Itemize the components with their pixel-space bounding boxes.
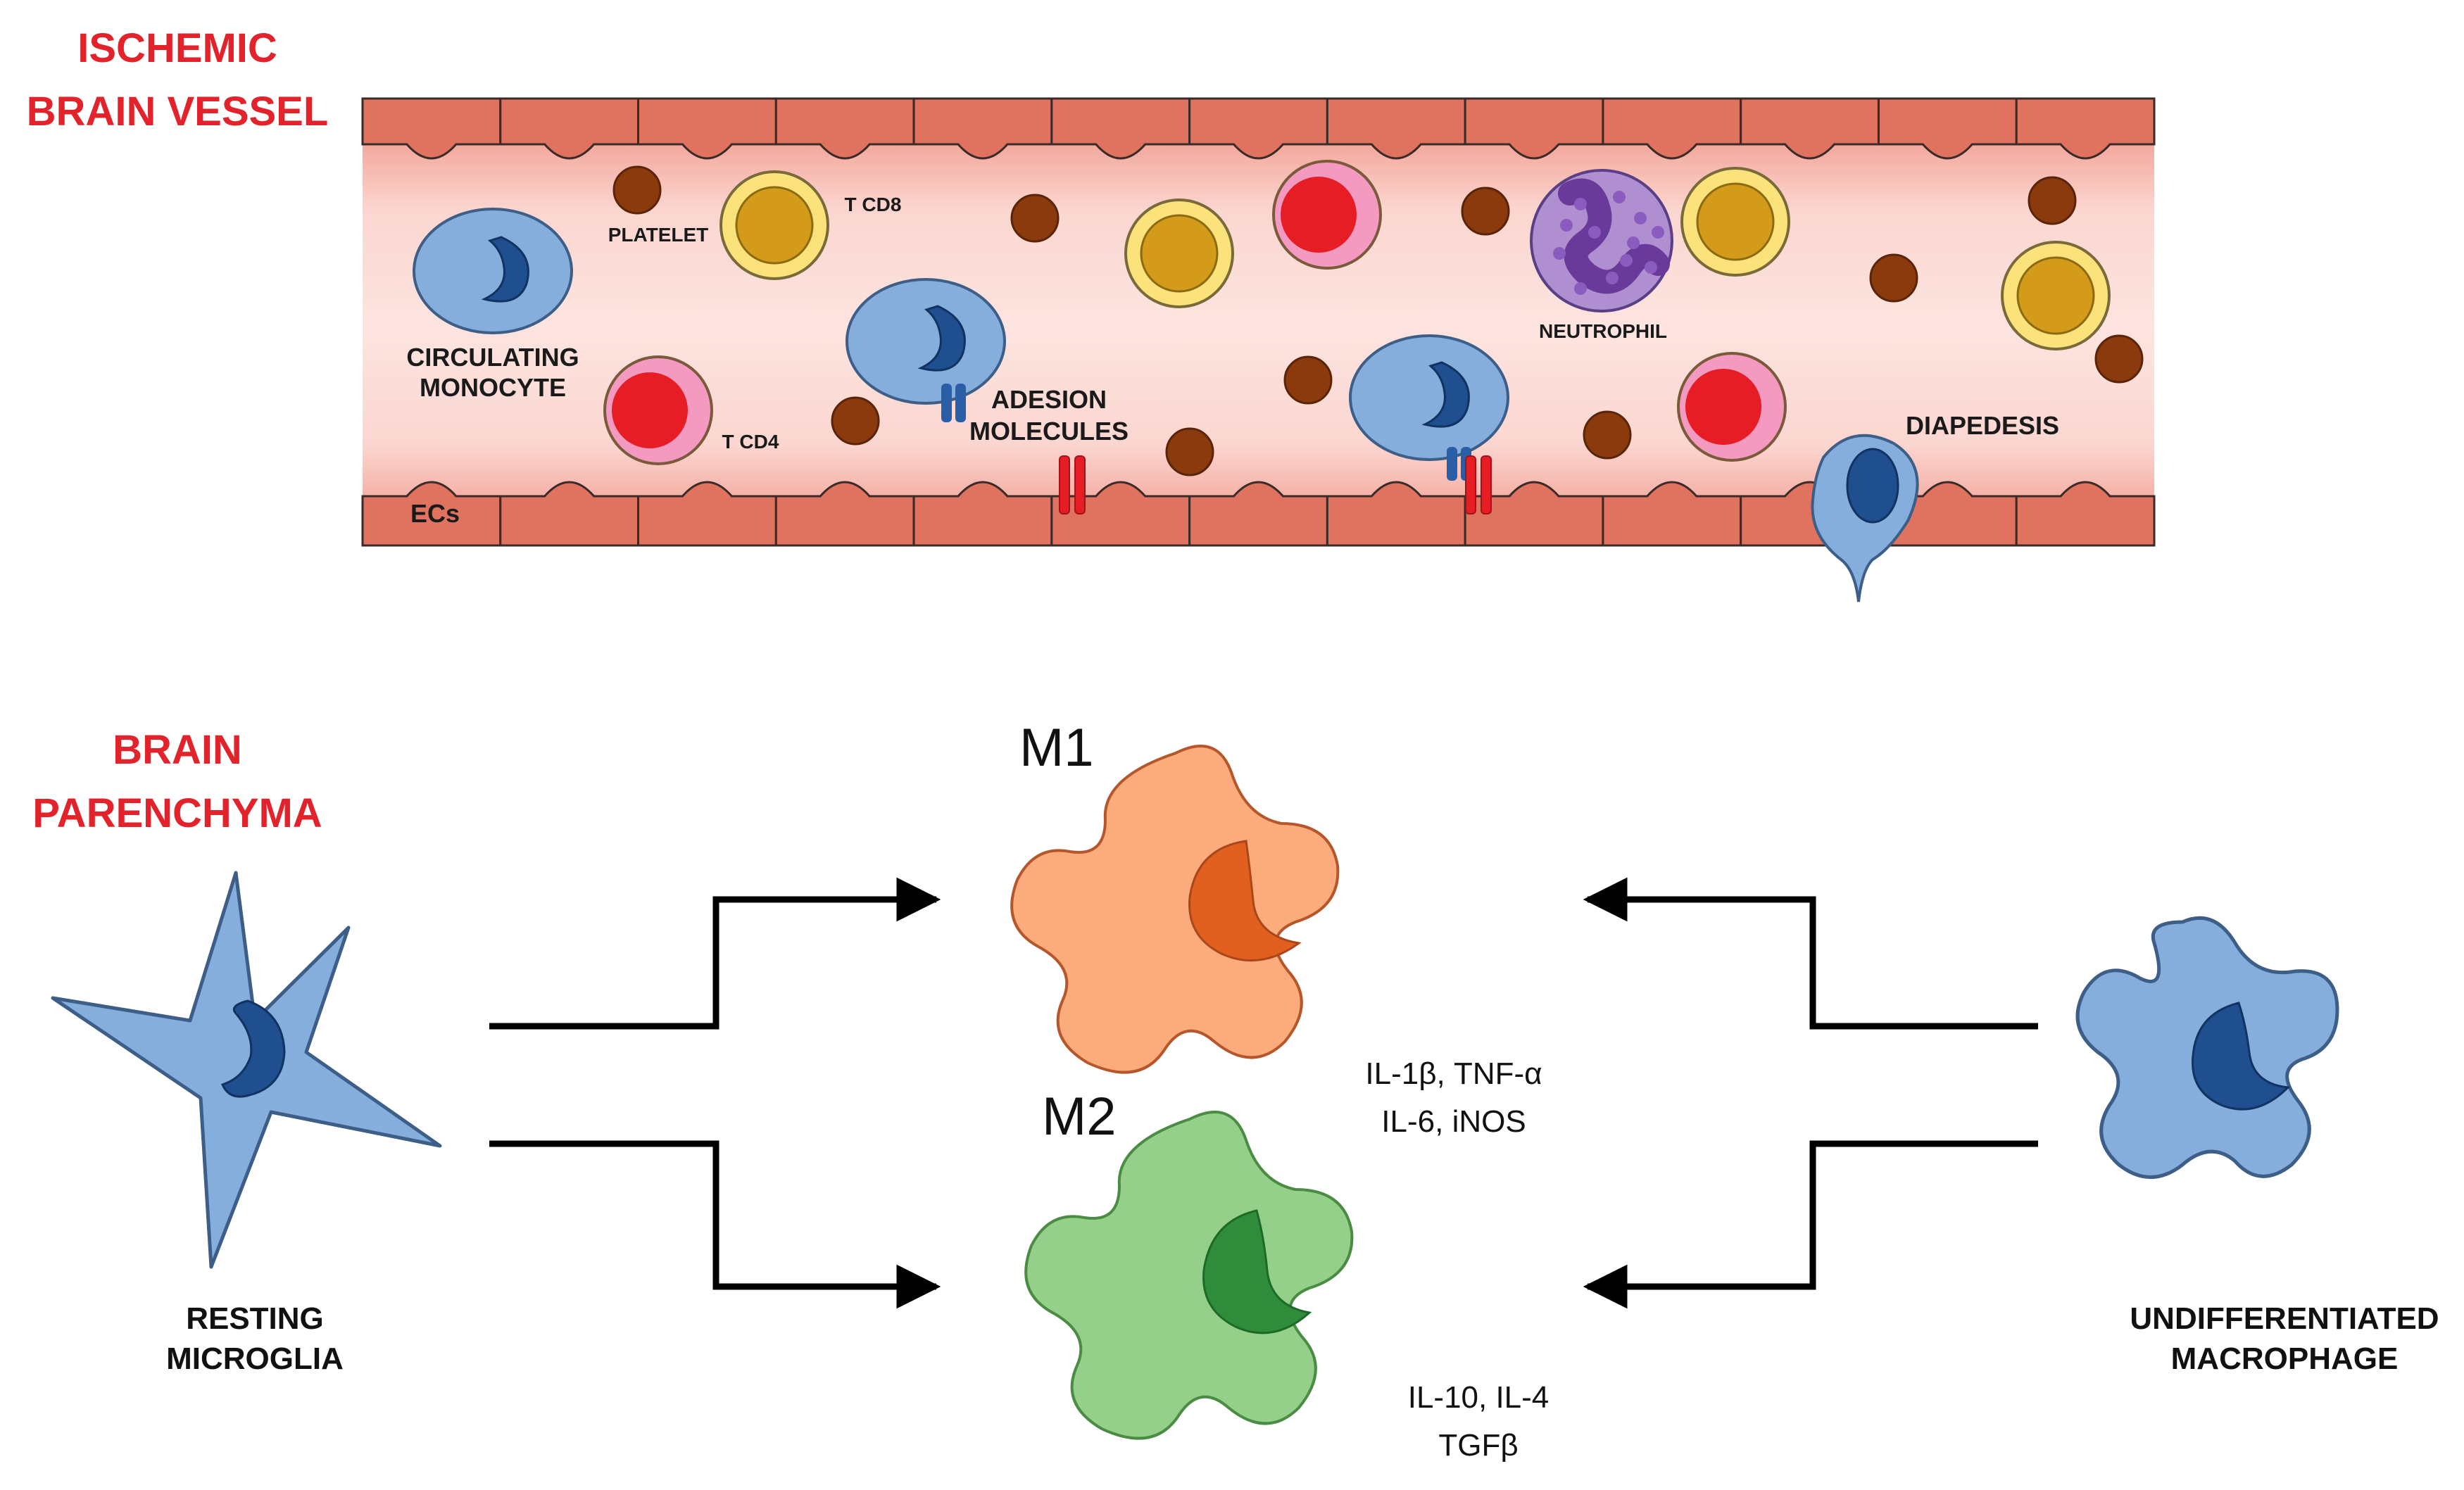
t-cd8-cell [719, 170, 829, 280]
platelet [1165, 427, 1214, 476]
platelet [831, 396, 880, 446]
t-cd4-cells [603, 160, 1787, 465]
granule [1620, 254, 1633, 267]
arrow-macrophage-to-m1 [1583, 877, 2038, 1030]
t-cd4-cell [1272, 160, 1382, 270]
endothelial-cell [1050, 97, 1191, 160]
label-platelet: PLATELET [608, 224, 709, 246]
endothelial-cell [1188, 97, 1328, 160]
label-adhesion-line2: MOLECULES [969, 417, 1129, 446]
t-cd4-cell [603, 355, 713, 465]
platelet [2094, 334, 2144, 384]
platelet [612, 165, 662, 215]
platelet [1461, 187, 1510, 236]
label-undiff-line2: MACROPHAGE [2171, 1341, 2399, 1376]
arrow-microglia-to-m2 [489, 1140, 941, 1309]
platelet [2028, 176, 2077, 225]
parenchyma-title-line2: PARENCHYMA [32, 790, 322, 836]
t-cd8-cell [2001, 241, 2111, 351]
endothelial-cell [1602, 97, 1742, 160]
platelets [612, 165, 2144, 476]
endothelial-cell [1464, 97, 1604, 160]
label-t-cd8: T CD8 [845, 194, 902, 215]
neutrophil-cell [1530, 169, 1673, 312]
granule [1613, 191, 1626, 203]
granule [1627, 236, 1640, 249]
t-cd8-cells [719, 167, 2111, 351]
adhering-monocyte [846, 278, 1006, 405]
vessel-title-line1: ISCHEMIC [77, 25, 277, 71]
platelet [1010, 194, 1060, 243]
label-neutrophil: NEUTROPHIL [1539, 320, 1667, 342]
label-diapedesis: DIAPEDESIS [1906, 411, 2059, 440]
adhering-monocyte [1349, 334, 1509, 461]
vessel-title-line2: BRAIN VESSEL [27, 89, 329, 134]
t-cd8-cell [1680, 167, 1790, 277]
endothelial-cell [1740, 97, 1880, 160]
label-t-cd4: T CD4 [722, 431, 779, 453]
label-m2-cytokines-line1: IL-10, IL-4 [1408, 1380, 1550, 1415]
adhesion-molecules [941, 384, 1492, 514]
t-cd4-cell [1677, 352, 1787, 462]
resting-microglia-cell [51, 871, 442, 1269]
endothelial-cell [912, 97, 1053, 160]
undifferentiated-macrophage-cell [2075, 916, 2339, 1179]
endothelial-cell [361, 97, 502, 160]
m1-macrophage-cell [1010, 745, 1340, 1074]
endothelial-cell [1877, 97, 2018, 160]
label-m2-cytokines-line2: TGFβ [1438, 1428, 1518, 1463]
granule [1634, 212, 1647, 225]
platelet [1283, 355, 1333, 405]
granule [1652, 226, 1664, 239]
label-resting-line1: RESTING [186, 1301, 324, 1336]
granule [1574, 282, 1587, 295]
endothelial-cell [2015, 481, 2156, 547]
endothelial-layer-top [361, 97, 2156, 160]
granule [1560, 219, 1573, 232]
platelet [1869, 253, 1918, 303]
circulating-monocyte [413, 208, 573, 334]
granule [1606, 272, 1618, 284]
endothelial-cell [774, 97, 915, 160]
granule [1588, 226, 1601, 239]
label-m1-cytokines-line2: IL-6, iNOS [1381, 1104, 1526, 1139]
diapedesis-monocyte [1811, 434, 1919, 602]
label-circulating-line1: CIRCULATING [406, 343, 579, 372]
endothelial-cell [1326, 97, 1466, 160]
m2-macrophage-cell [1024, 1111, 1354, 1440]
endothelial-cell [499, 97, 640, 160]
label-resting-line2: MICROGLIA [166, 1341, 344, 1376]
t-cd8-cell [1124, 198, 1234, 308]
label-circulating-line2: MONOCYTE [420, 373, 566, 402]
label-m1-cytokines-line1: IL-1β, TNF-α [1365, 1056, 1542, 1091]
granule [1553, 247, 1566, 260]
label-adhesion-line1: ADESION [991, 385, 1107, 414]
granule [1645, 261, 1657, 274]
endothelial-cell [2015, 97, 2156, 160]
label-m1: M1 [1019, 718, 1094, 778]
platelet [1583, 410, 1632, 460]
endothelial-layer-bottom [361, 481, 2156, 547]
arrow-macrophage-to-m2 [1583, 1140, 2038, 1309]
granule [1574, 198, 1587, 210]
endothelial-cell [637, 97, 777, 160]
label-undiff-line1: UNDIFFERENTIATED [2130, 1301, 2439, 1336]
label-ecs: ECs [410, 499, 460, 528]
arrow-microglia-to-m1 [489, 877, 941, 1030]
label-m2: M2 [1042, 1087, 1117, 1147]
parenchyma-title-line1: BRAIN [113, 727, 242, 773]
